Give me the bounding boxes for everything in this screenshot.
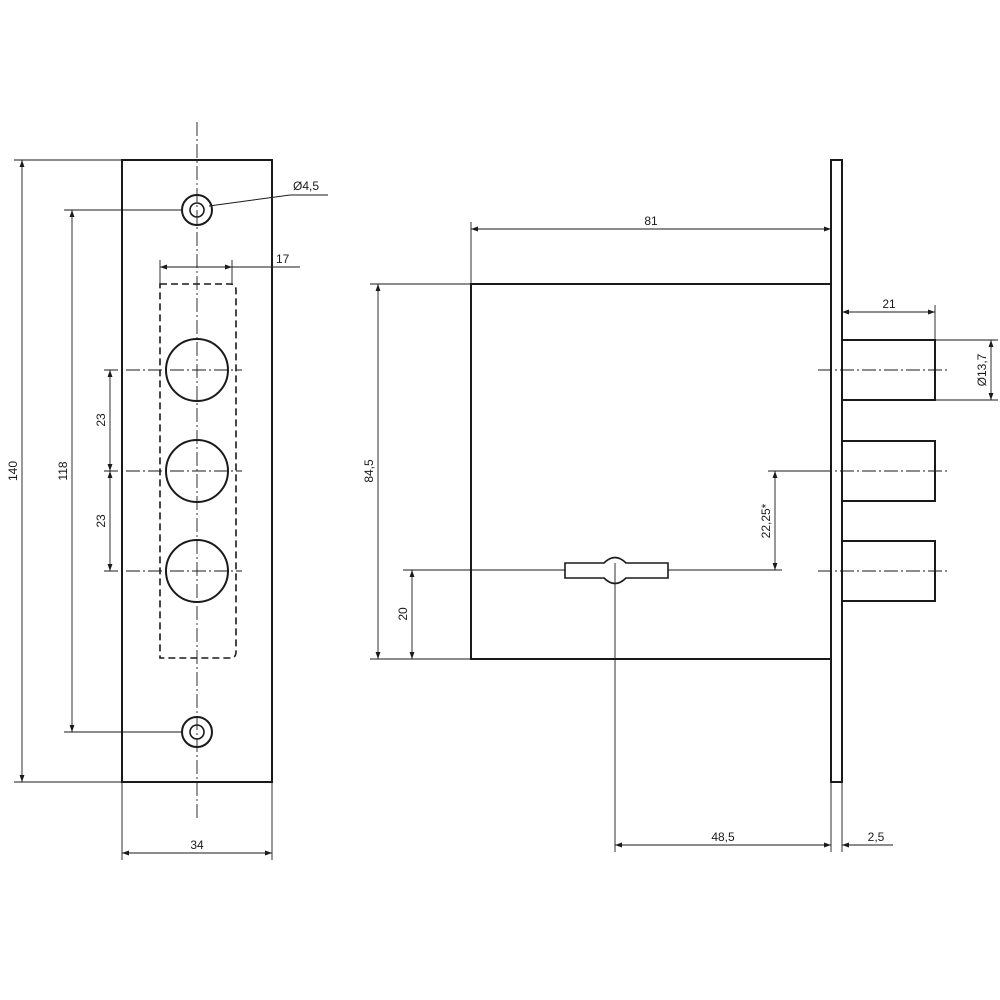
label-key-height: 20 xyxy=(396,607,410,621)
front-view: 140 118 23 23 Ø4,5 17 34 xyxy=(6,122,328,860)
label-total-height: 140 xyxy=(6,461,20,481)
screw-hole-top-inner xyxy=(189,202,205,218)
label-hole-diameter: Ø4,5 xyxy=(293,179,319,193)
label-plate-width: 34 xyxy=(190,838,204,852)
label-backset: 48,5 xyxy=(711,830,735,844)
label-bolt-throw: 21 xyxy=(882,297,896,311)
leader-hole-diameter xyxy=(208,194,291,207)
side-view: 81 84,5 20 22,25* 21 Ø13,7 48,5 2,5 xyxy=(362,159,998,852)
label-key-offset: 22,25* xyxy=(759,503,773,538)
label-bolt-diameter: Ø13,7 xyxy=(975,353,989,386)
label-bolt-pitch-upper: 23 xyxy=(94,413,108,427)
label-plate-thickness: 2,5 xyxy=(868,830,885,844)
screw-hole-bottom-inner xyxy=(189,724,205,740)
bolt-cutout-hidden xyxy=(159,283,237,659)
keyhole xyxy=(564,556,669,585)
label-bolt-pitch-lower: 23 xyxy=(94,514,108,528)
label-hole-spacing: 118 xyxy=(56,461,70,480)
label-case-depth: 81 xyxy=(644,214,658,228)
label-case-height: 84,5 xyxy=(362,459,376,483)
lock-case-outline xyxy=(470,283,832,660)
label-bolt-area-width: 17 xyxy=(276,252,290,266)
